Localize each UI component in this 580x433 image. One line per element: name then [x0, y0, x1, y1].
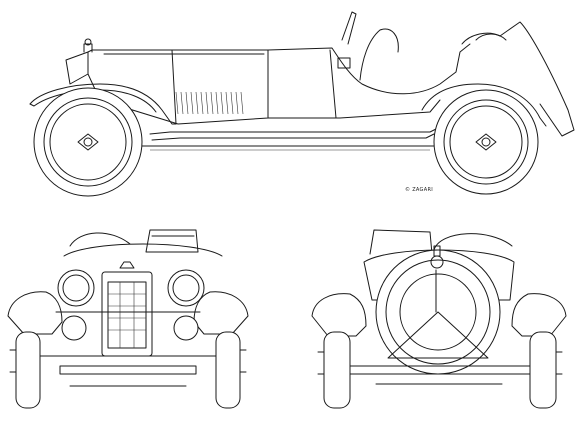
rear-fender: [422, 84, 546, 126]
side-view: [30, 12, 574, 196]
rear-axle: [350, 366, 530, 374]
bonnet-louvres: [176, 92, 243, 114]
radiator-grille: [102, 272, 152, 356]
copyright-credit: © ZAGARI: [405, 187, 433, 193]
rear-body: [364, 250, 514, 300]
radiator-cap-icon: [85, 39, 91, 45]
body-tub: [268, 44, 470, 94]
front-fender: [30, 84, 176, 124]
front-fender-left: [8, 292, 62, 334]
front-axle: [60, 366, 196, 374]
foglamp-left: [62, 316, 86, 340]
tail-spare: [462, 22, 574, 136]
front-tire-left: [16, 332, 40, 408]
foglamp-right: [174, 316, 198, 340]
spare-wheel-bracket: [388, 270, 488, 358]
front-wheel-side: [34, 88, 142, 196]
bonnet: [88, 50, 268, 124]
rear-view: [312, 230, 566, 408]
rear-wheel-side: [434, 90, 538, 194]
windscreen: [342, 12, 356, 44]
rear-fender-right: [512, 294, 566, 336]
front-tire-right: [216, 332, 240, 408]
radiator-side: [66, 52, 88, 84]
seat: [360, 29, 398, 80]
rear-tire-right: [530, 332, 556, 408]
rear-tire-left: [324, 332, 350, 408]
front-windscreen: [146, 230, 198, 252]
running-board: [150, 128, 438, 134]
rear-fender-left: [312, 294, 366, 336]
front-view: [8, 230, 248, 408]
front-fender-right: [194, 292, 248, 334]
